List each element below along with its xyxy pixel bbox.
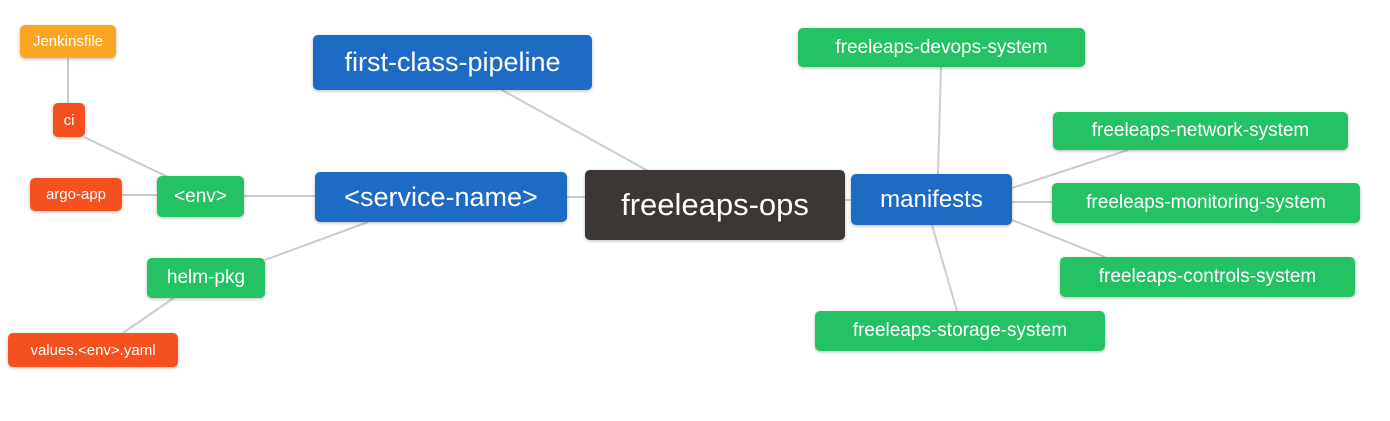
node-helm-pkg-label: helm-pkg	[166, 267, 246, 288]
node-service-name-label: <service-name>	[344, 181, 538, 212]
node-freeleaps-network-system[interactable]: freeleaps-network-system	[1053, 112, 1348, 150]
node-freeleaps-storage-system-label: freeleaps-storage-system	[852, 320, 1068, 341]
edge-manifests-controls	[1011, 219, 1106, 258]
node-manifests[interactable]: manifests	[851, 174, 1012, 225]
node-freeleaps-devops-system[interactable]: freeleaps-devops-system	[798, 28, 1085, 67]
node-manifests-label: manifests	[880, 185, 983, 213]
node-ci-label: ci	[63, 111, 75, 129]
edge-manifests-network	[1011, 149, 1129, 189]
edge-values-helm-pkg	[122, 296, 176, 334]
node-env-label: <env>	[174, 185, 227, 207]
edge-helm-pkg-service-name	[264, 221, 369, 261]
node-helm-pkg[interactable]: helm-pkg	[147, 258, 265, 298]
node-freeleaps-monitoring-system[interactable]: freeleaps-monitoring-system	[1052, 183, 1360, 223]
node-freeleaps-controls-system[interactable]: freeleaps-controls-system	[1060, 257, 1355, 297]
node-jenkinsfile-label: Jenkinsfile	[32, 33, 104, 50]
node-freeleaps-ops-root[interactable]: freeleaps-ops	[585, 170, 845, 240]
edge-manifests-storage	[931, 224, 958, 312]
node-freeleaps-storage-system[interactable]: freeleaps-storage-system	[815, 311, 1105, 351]
node-jenkinsfile[interactable]: Jenkinsfile	[20, 25, 116, 58]
node-freeleaps-devops-system-label: freeleaps-devops-system	[835, 36, 1048, 58]
node-ci[interactable]: ci	[53, 103, 85, 137]
node-first-class-pipeline[interactable]: first-class-pipeline	[313, 35, 592, 90]
edge-ci-env	[83, 136, 171, 179]
node-argo-app[interactable]: argo-app	[30, 178, 122, 211]
node-service-name[interactable]: <service-name>	[315, 172, 567, 222]
edge-manifests-devops	[937, 66, 942, 175]
node-argo-app-label: argo-app	[45, 186, 107, 203]
node-values-env-yaml-label: values.<env>.yaml	[30, 341, 156, 359]
node-freeleaps-monitoring-system-label: freeleaps-monitoring-system	[1086, 192, 1326, 213]
node-env[interactable]: <env>	[157, 176, 244, 217]
node-values-env-yaml[interactable]: values.<env>.yaml	[8, 333, 178, 367]
edge-pipeline-root	[501, 89, 651, 173]
node-first-class-pipeline-label: first-class-pipeline	[344, 47, 561, 77]
node-freeleaps-network-system-label: freeleaps-network-system	[1091, 120, 1310, 141]
node-freeleaps-controls-system-label: freeleaps-controls-system	[1098, 266, 1317, 287]
node-freeleaps-ops-label: freeleaps-ops	[621, 187, 809, 222]
